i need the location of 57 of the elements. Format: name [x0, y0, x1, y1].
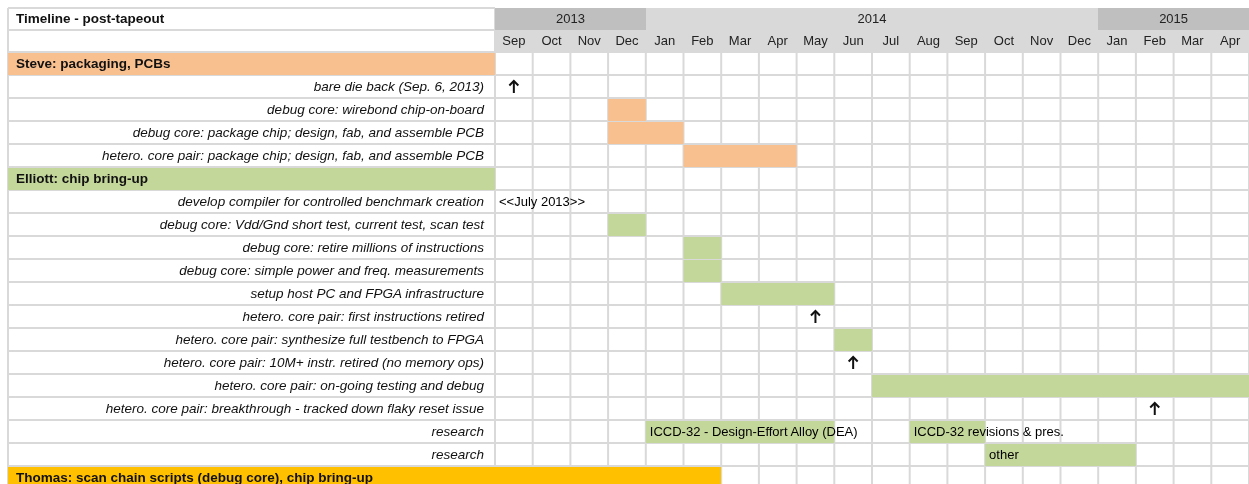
- month-label: Nov: [576, 32, 602, 50]
- month-label: Mar: [727, 32, 753, 50]
- month-label: Nov: [1029, 32, 1055, 50]
- task-name: debug core: Vdd/Gnd short test, current test, scan test: [158, 216, 486, 234]
- month-label: Aug: [915, 32, 942, 50]
- task-name: hetero. core pair: synthesize full testbench to FPGA: [174, 331, 485, 349]
- task-name: bare die back (Sep. 6, 2013): [312, 78, 485, 96]
- task-name: setup host PC and FPGA infrastructure: [249, 285, 485, 303]
- task-bar: [608, 122, 684, 144]
- month-label: Feb: [1142, 32, 1167, 50]
- table-title: Timeline - post-tapeout: [15, 10, 166, 28]
- month-label: Dec: [614, 32, 640, 50]
- task-bar: [872, 375, 1249, 397]
- month-label: Oct: [540, 32, 563, 50]
- month-label: Jan: [653, 32, 677, 50]
- task-name: debug core: package chip; design, fab, and assemble PCB: [131, 124, 485, 142]
- task-name: develop compiler for controlled benchmark creation: [176, 193, 485, 211]
- month-label: Jul: [881, 32, 901, 50]
- task-bar: [608, 99, 646, 121]
- task-name: hetero. core pair: on-going testing and debug: [213, 377, 485, 395]
- task-name: debug core: retire millions of instructions: [241, 239, 485, 257]
- month-label: Apr: [1219, 32, 1242, 50]
- month-label: Jan: [1105, 32, 1129, 50]
- section-header: Steve: packaging, PCBs: [8, 53, 495, 75]
- task-name: research: [430, 446, 485, 464]
- task-bar: [683, 237, 722, 259]
- bar-label: ICCD-32 revisions & pres.: [913, 423, 1064, 441]
- task-name: hetero. core pair: breakthrough - tracked down flaky reset issue: [104, 400, 485, 418]
- section-header: Thomas: scan chain scripts (debug core), chip bring-up: [8, 467, 722, 484]
- month-label: Mar: [1180, 32, 1205, 50]
- month-label: Feb: [690, 32, 715, 50]
- month-label: Oct: [992, 32, 1016, 50]
- bar-label: <<July 2013>>: [499, 193, 586, 211]
- task-name: hetero. core pair: 10M+ instr. retired (no memory ops): [162, 354, 485, 372]
- year-header: 2013: [495, 8, 646, 30]
- month-label: Sep: [501, 32, 527, 50]
- month-label: Jun: [841, 32, 865, 50]
- task-bar: [608, 214, 646, 236]
- month-label: Sep: [953, 32, 979, 50]
- month-label: Apr: [766, 32, 789, 50]
- bar-label: other: [989, 446, 1019, 464]
- task-name: debug core: simple power and freq. measurements: [178, 262, 485, 280]
- task-bar: [721, 283, 835, 305]
- task-name: research: [430, 423, 485, 441]
- task-bar: [985, 444, 1136, 466]
- month-label: Dec: [1066, 32, 1092, 50]
- year-header: 2015: [1098, 8, 1249, 30]
- task-name: hetero. core pair: first instructions retired: [241, 308, 486, 326]
- task-bar: [683, 260, 722, 282]
- section-header: Elliott: chip bring-up: [8, 168, 495, 190]
- task-name: debug core: wirebond chip-on-board: [266, 101, 486, 119]
- bar-label: ICCD-32 - Design-Effort Alloy (DEA): [649, 423, 858, 441]
- month-label: May: [802, 32, 829, 50]
- task-bar: [683, 145, 797, 167]
- task-name: hetero. core pair: package chip; design, fab, and assemble PCB: [101, 147, 485, 165]
- task-bar: [834, 329, 872, 351]
- year-header: 2014: [645, 8, 1099, 30]
